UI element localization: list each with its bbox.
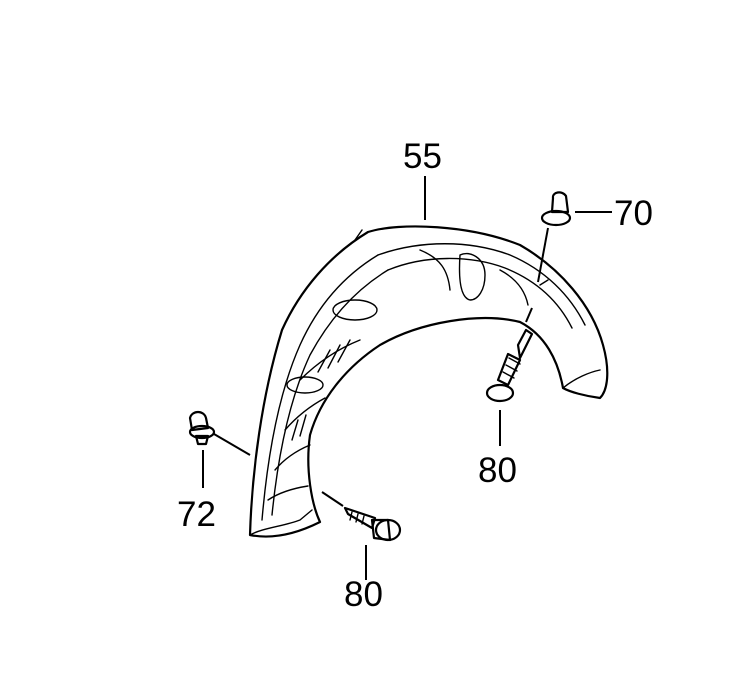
wheel-housing-liner xyxy=(248,225,609,538)
liner-body xyxy=(248,225,609,538)
screw-right-80 xyxy=(485,307,534,446)
callout-80-bottom: 80 xyxy=(344,575,383,614)
clip-72 xyxy=(188,410,251,488)
screw-bottom-80 xyxy=(321,491,402,580)
callout-80-right: 80 xyxy=(478,451,517,490)
callout-55: 55 xyxy=(403,137,442,176)
clip-70 xyxy=(537,191,612,283)
callout-72: 72 xyxy=(177,495,216,534)
callout-70: 70 xyxy=(614,194,653,233)
